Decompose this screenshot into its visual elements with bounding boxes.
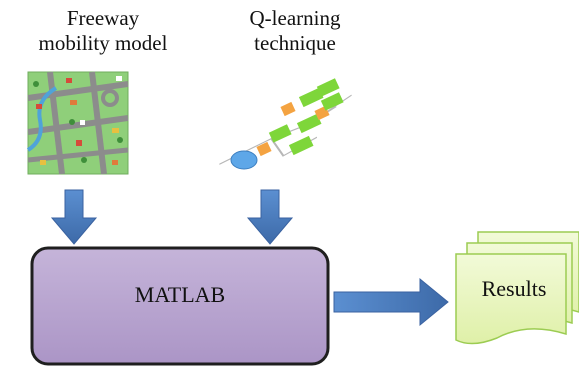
matlab-box [30,246,330,366]
matlab-label: MATLAB [134,282,226,307]
arrow-right [333,277,449,327]
flowchart-icon [219,78,352,170]
qlearning-label-line2: technique [254,31,336,55]
arrow-down-left [50,189,98,245]
freeway-model-label: Freeway mobility model [18,6,188,56]
freeway-label-line1: Freeway [66,6,140,30]
results-document-stack [455,231,579,345]
results-label: Results [481,276,547,301]
qlearning-label-line1: Q-learning [249,6,341,30]
city-map-icon [26,71,129,175]
arrow-down-right [246,189,294,245]
qlearning-label: Q-learning technique [210,6,380,56]
freeway-label-line2: mobility model [38,31,168,55]
